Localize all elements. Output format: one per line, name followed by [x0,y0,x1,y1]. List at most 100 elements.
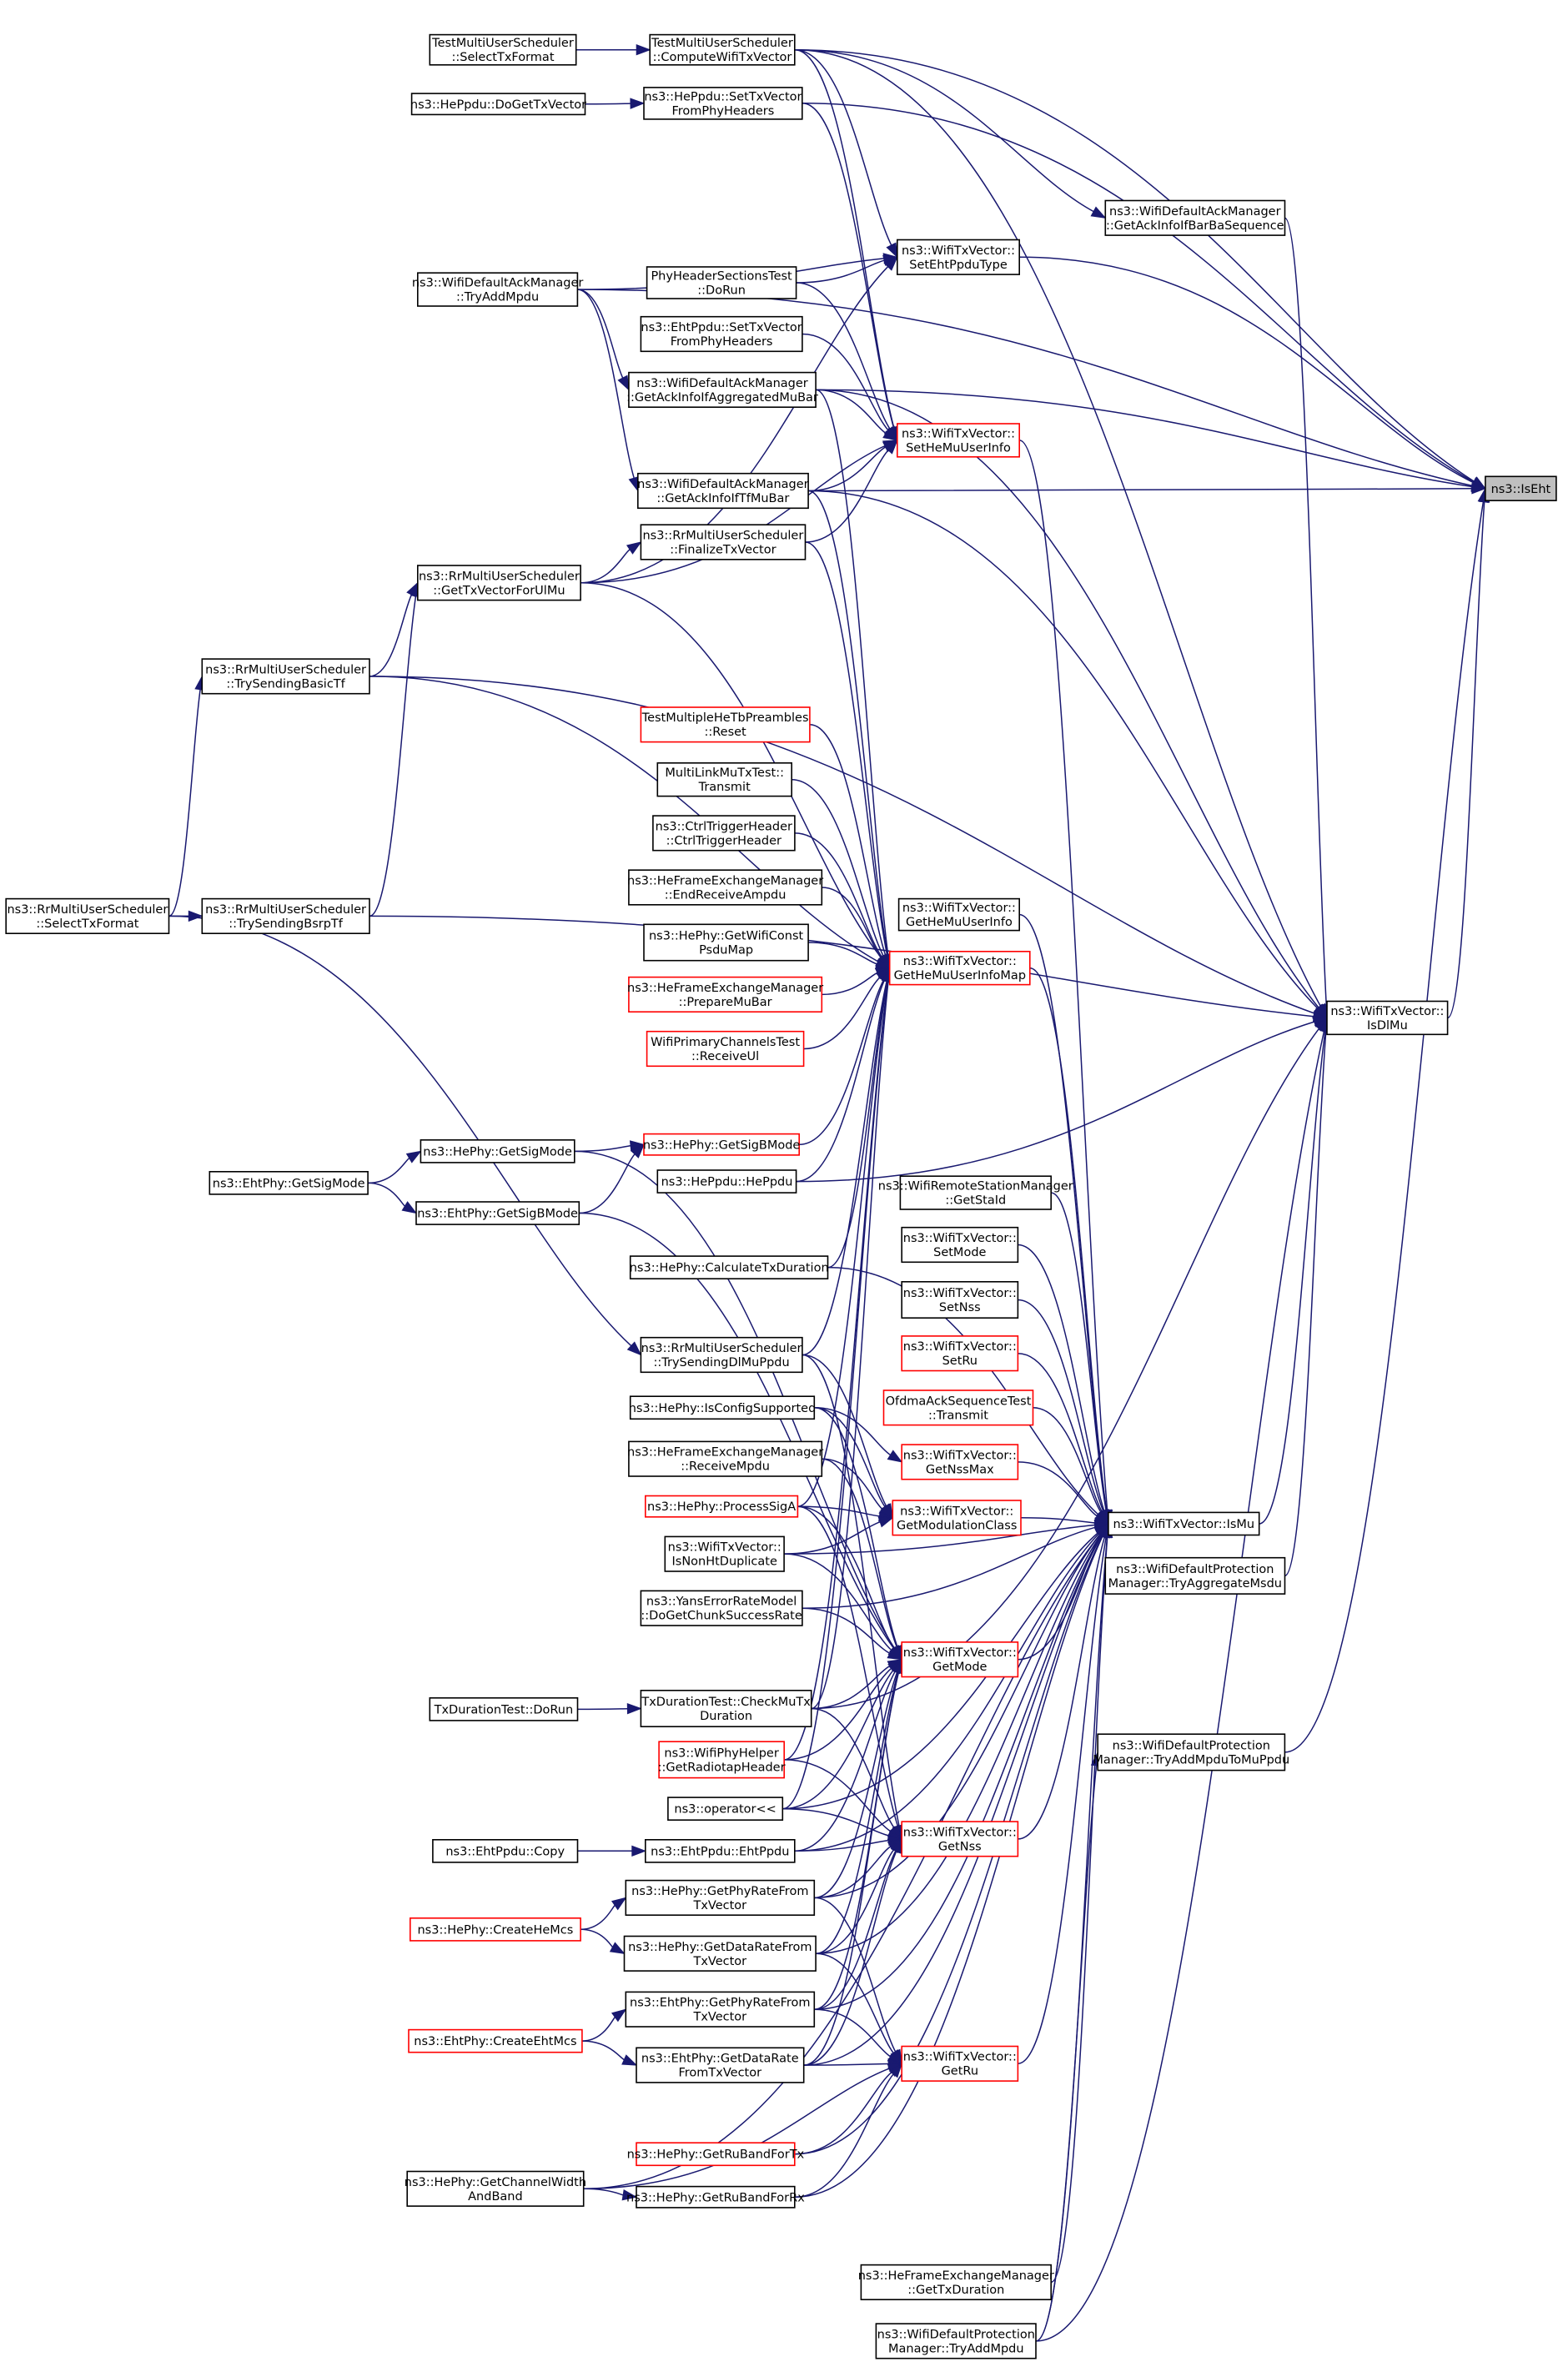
node-opOut[interactable]: ns3::operator<< [667,1797,784,1822]
edge-prepMuBar-to-getHeMuMap [822,972,878,996]
edge-phyHdrTest-to-setHeMu [796,282,891,430]
node-ctrlTrig[interactable]: ns3::CtrlTriggerHeader::CtrlTriggerHeade… [652,815,796,852]
node-radiotap[interactable]: ns3::WifiPhyHelper::GetRadiotapHeader [658,1741,786,1779]
node-label: ns3::CtrlTriggerHeader [656,820,792,833]
node-ehtMcs[interactable]: ns3::EhtPhy::CreateEhtMcs [408,2028,583,2053]
node-getModClass[interactable]: ns3::WifiTxVector::GetModulationClass [892,1500,1022,1536]
node-box [667,1797,784,1822]
node-label: ns3::HeFrameExchangeManager [627,875,823,888]
node-ruRx[interactable]: ns3::HePhy::GetRuBandForRx [626,2185,805,2209]
node-ruTx[interactable]: ns3::HePhy::GetRuBandForTx [627,2142,805,2167]
node-getTxUlMu[interactable]: ns3::RrMultiUserScheduler::GetTxVectorFo… [416,565,581,601]
node-label: FromPhyHeaders [672,104,775,118]
node-getNssMax[interactable]: ns3::WifiTxVector::GetNssMax [901,1444,1019,1480]
node-tbReset[interactable]: TestMultipleHeTbPreambles::Reset [640,706,811,743]
node-ehtSigB[interactable]: ns3::EhtPhy::GetSigBMode [415,1201,580,1225]
edge-rrSelect-to-sendDlMu [168,915,632,1347]
edge-getHeMuMap-to-isMu [1029,967,1108,1511]
node-tmusSelect[interactable]: TestMultiUserScheduler::SelectTxFormat [429,33,577,66]
edge-procSigA-to-getHeMuMap [797,981,888,1507]
node-ehtCtor[interactable]: ns3::EhtPpdu::EhtPpdu [644,1839,796,1863]
node-sendBasicTf[interactable]: ns3::RrMultiUserScheduler::TrySendingBas… [201,658,370,695]
edge-procSigA-to-getMode [797,1505,895,1649]
node-getHeMuMap[interactable]: ns3::WifiTxVector::GetHeMuUserInfoMap [888,951,1031,986]
node-label: ns3::HePhy::GetRuBandForRx [626,2191,805,2204]
node-getTxDur[interactable]: ns3::HeFrameExchangeManager::GetTxDurati… [858,2264,1054,2301]
edge-protTryAdd-to-isDlMu [1036,1030,1325,2342]
node-label: PsduMap [699,944,753,957]
node-aggMuBar[interactable]: ns3::WifiDefaultAckManager::GetAckInfoIf… [626,371,818,409]
node-heSigB[interactable]: ns3::HePhy::GetSigBMode [643,1133,801,1156]
node-sendDlMu[interactable]: ns3::RrMultiUserScheduler::TrySendingDlM… [640,1336,803,1374]
node-setEhtPpdu[interactable]: ns3::WifiTxVector::SetEhtPpduType [897,239,1021,275]
node-box [408,2028,583,2053]
node-setHeMu[interactable]: ns3::WifiTxVector::SetHeMuUserInfo [897,423,1021,458]
node-getStaId[interactable]: ns3::WifiRemoteStationManager::GetStaId [878,1175,1073,1210]
node-rrSelect[interactable]: ns3::RrMultiUserScheduler::SelectTxForma… [5,897,170,934]
node-barBaSeq[interactable]: ns3::WifiDefaultAckManager::GetAckInfoIf… [1104,199,1286,236]
node-box [636,2185,796,2209]
node-getRu[interactable]: ns3::WifiTxVector::GetRu [901,2045,1019,2082]
node-getNss[interactable]: ns3::WifiTxVector::GetNss [901,1821,1019,1857]
node-heSig[interactable]: ns3::HePhy::GetSigMode [420,1139,575,1163]
node-toMuPpdu[interactable]: ns3::WifiDefaultProtectionManager::TryAd… [1093,1733,1289,1771]
node-label: ns3::WifiRemoteStationManager [878,1180,1073,1194]
node-ehtCopy[interactable]: ns3::EhtPpdu::Copy [432,1839,579,1863]
node-box [420,1139,575,1163]
edge-checkMuTx-to-getMode [811,1665,891,1710]
node-box [897,239,1021,275]
node-sendBsrp[interactable]: ns3::RrMultiUserScheduler::TrySendingBsr… [201,897,370,934]
node-label: ns3::RrMultiUserScheduler [205,663,366,676]
node-cfgSupp[interactable]: ns3::HePhy::IsConfigSupported [629,1395,817,1420]
node-recvMpdu[interactable]: ns3::HeFrameExchangeManager::ReceiveMpdu [627,1440,823,1477]
node-label: ns3::EhtPpdu::SetTxVector [641,321,802,334]
node-tfMuBar[interactable]: ns3::WifiDefaultAckManager::GetAckInfoIf… [636,472,809,510]
node-box [899,1175,1053,1210]
node-nonHtDup[interactable]: ns3::WifiTxVector::IsNonHtDuplicate [664,1535,785,1572]
arrowhead-icon [1471,483,1487,495]
node-ehtSig[interactable]: ns3::EhtPhy::GetSigMode [209,1171,369,1195]
edge-txDurRun-to-checkMuTx [577,1707,628,1711]
node-procSigA[interactable]: ns3::HePhy::ProcessSigA [644,1495,799,1518]
node-yans[interactable]: ns3::YansErrorRateModel::DoGetChunkSucce… [640,1590,803,1626]
node-ofdmaTx[interactable]: OfdmaAckSequenceTest::Transmit [882,1390,1034,1426]
node-aggMsdu[interactable]: ns3::WifiDefaultProtectionManager::TryAg… [1104,1556,1286,1595]
node-isEht[interactable]: ns3::IsEht [1485,475,1557,501]
node-setRu[interactable]: ns3::WifiTxVector::SetRu [901,1335,1019,1372]
node-tmusCompute[interactable]: TestMultiUserScheduler::ComputeWifiTxVec… [649,33,796,66]
node-protTryAdd[interactable]: ns3::WifiDefaultProtectionManager::TryAd… [875,2323,1037,2359]
node-label: GetModulationClass [897,1519,1017,1532]
node-prepMuBar[interactable]: ns3::HeFrameExchangeManager::PrepareMuBa… [627,976,823,1013]
edge-heDataRate-to-isMu [816,1534,1102,1955]
node-hePpduCtor[interactable]: ns3::HePpdu::HePpdu [656,1169,797,1194]
node-box [901,2045,1019,2082]
node-finalizeTx[interactable]: ns3::RrMultiUserScheduler::FinalizeTxVec… [640,524,807,560]
node-getHeMu[interactable]: ns3::WifiTxVector::GetHeMuUserInfo [897,897,1020,932]
node-setNss[interactable]: ns3::WifiTxVector::SetNss [901,1281,1019,1319]
node-calcTxDur[interactable]: ns3::HePhy::CalculateTxDuration [630,1255,829,1279]
node-hePpduDoGet[interactable]: ns3::HePpdu::DoGetTxVector [410,93,586,116]
node-label: TxDurationTest::CheckMuTx [641,1696,811,1709]
node-mlTransmit[interactable]: MultiLinkMuTxTest::Transmit [656,761,792,797]
node-recvUl[interactable]: WifiPrimaryChannelsTest::ReceiveUl [646,1030,805,1068]
node-phyHdrTest[interactable]: PhyHeaderSectionsTest::DoRun [646,266,797,299]
node-ackTryAdd[interactable]: ns3::WifiDefaultAckManager::TryAddMpdu [412,272,584,307]
node-isDlMu[interactable]: ns3::WifiTxVector::IsDlMu [1326,1000,1449,1036]
node-heMcs[interactable]: ns3::HePhy::CreateHeMcs [409,1917,581,1942]
node-endRxAmpdu[interactable]: ns3::HeFrameExchangeManager::EndReceiveA… [627,869,823,906]
node-txDurRun[interactable]: TxDurationTest::DoRun [429,1697,579,1721]
node-getMode[interactable]: ns3::WifiTxVector::GetMode [901,1641,1019,1678]
node-isMu[interactable]: ns3::WifiTxVector::IsMu [1108,1511,1260,1536]
edge-getHeMu-to-isMu [1019,913,1108,1511]
node-box [640,1690,812,1728]
node-setMode[interactable]: ns3::WifiTxVector::SetMode [901,1226,1019,1264]
